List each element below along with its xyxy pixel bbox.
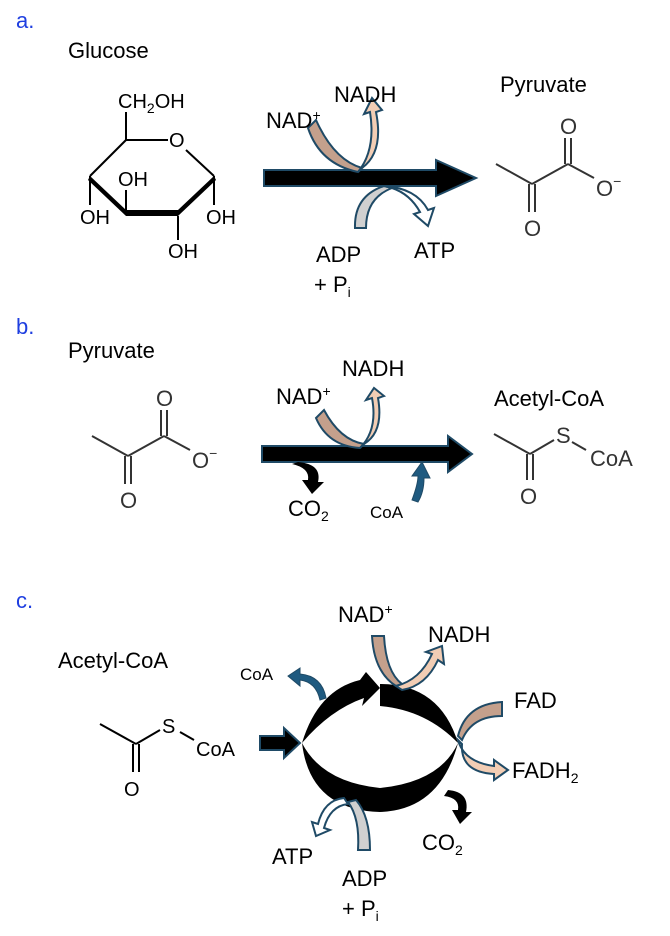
fad-label: FAD <box>514 688 557 713</box>
atom-oh-top: OH <box>118 169 148 191</box>
cycle-segment-bottom <box>302 743 458 812</box>
nadh-label: NADH <box>342 356 404 381</box>
bond <box>493 433 531 455</box>
cycle-segment-top-right <box>380 684 458 743</box>
atom-o: O <box>524 216 541 241</box>
atom-oh-right: OH <box>206 207 236 229</box>
atom-oh-left: OH <box>80 207 110 229</box>
pyruvate-title: Pyruvate <box>68 338 155 363</box>
atom-o: O <box>156 386 173 411</box>
panel-a-label: a. <box>16 8 34 33</box>
bold-bond <box>126 210 178 216</box>
atom-ch2oh: CH2OH <box>118 91 185 116</box>
bond <box>163 435 191 451</box>
adp-in-arrow <box>353 184 396 229</box>
fadh2-out-arrow <box>456 736 510 782</box>
co2-out-arrow <box>292 462 324 494</box>
entry-arrow <box>259 725 302 761</box>
coa-out-label: CoA <box>240 665 274 684</box>
nadh-out-arrow <box>359 386 387 449</box>
pyruvate-structure: O O− O <box>495 114 621 241</box>
pyruvate-structure: O O− O <box>91 386 217 513</box>
wedge-bond <box>178 176 216 216</box>
panel-b: b. Pyruvate O O− O NAD+ NADH CO2 CoA Ace… <box>16 314 633 524</box>
atom-o-minus: O− <box>192 445 217 473</box>
cycle-segment-top-left <box>302 672 380 743</box>
nadh-label: NADH <box>428 622 490 647</box>
atom-ring-o: O <box>169 130 185 152</box>
atom-coa: CoA <box>590 446 633 471</box>
acetyl-coa-structure: S CoA O <box>99 716 236 801</box>
acetyl-coa-structure: S CoA O <box>493 423 633 509</box>
reaction-arrow <box>263 158 479 198</box>
atom-s: S <box>556 423 571 448</box>
nad-in-arrow <box>306 118 364 174</box>
fadh2-label: FADH2 <box>512 758 579 786</box>
bond <box>529 439 555 455</box>
fad-in-arrow <box>456 700 503 742</box>
co2-label: CO2 <box>288 496 329 524</box>
co2-label: CO2 <box>422 830 463 858</box>
bond <box>185 149 215 177</box>
coa-label: CoA <box>370 503 404 522</box>
atom-o: O <box>520 484 537 509</box>
bond <box>91 435 129 457</box>
bond <box>531 163 569 185</box>
bond <box>135 729 161 745</box>
coa-out-arrow <box>287 667 327 701</box>
bond <box>179 731 195 741</box>
adp-in-arrow <box>346 798 372 851</box>
atom-coa: CoA <box>196 739 236 761</box>
atp-out-arrow <box>383 185 436 228</box>
pi-label: + Pi <box>314 272 351 300</box>
panel-a: a. Glucose CH2OH O OH OH OH OH NAD+ <box>16 8 621 300</box>
bond <box>571 441 587 451</box>
pyruvate-title: Pyruvate <box>500 72 587 97</box>
adp-label: ADP <box>316 242 361 267</box>
wedge-bond <box>88 176 126 216</box>
atom-s: S <box>162 716 175 738</box>
atp-out-arrow <box>310 796 350 838</box>
bond <box>567 163 595 179</box>
adp-label: ADP <box>342 866 387 891</box>
nad-in-arrow <box>370 635 405 688</box>
bond <box>495 163 533 185</box>
nadh-out-arrow <box>393 644 446 692</box>
acetyl-coa-title: Acetyl-CoA <box>58 648 168 673</box>
coa-in-arrow <box>411 461 431 503</box>
atom-o: O <box>560 114 577 139</box>
bond <box>99 723 137 745</box>
panel-c: c. Acetyl-CoA S CoA O CoA NAD+ NADH <box>16 588 579 924</box>
glucose-structure: CH2OH O OH OH OH OH <box>80 91 236 263</box>
atp-label: ATP <box>272 844 313 869</box>
nad-plus-label: NAD+ <box>266 107 321 133</box>
atom-o: O <box>124 779 140 801</box>
atom-o: O <box>120 488 137 513</box>
citric-acid-cycle <box>302 672 458 812</box>
panel-c-label: c. <box>16 588 33 613</box>
atom-oh-bottom: OH <box>168 241 198 263</box>
pi-label: + Pi <box>342 896 379 924</box>
nad-plus-label: NAD+ <box>276 383 331 409</box>
panel-b-label: b. <box>16 314 34 339</box>
nadh-out-arrow <box>357 96 384 173</box>
co2-out-arrow <box>444 790 472 824</box>
bond <box>89 139 127 177</box>
bond <box>127 435 165 457</box>
nad-plus-label: NAD+ <box>338 601 393 627</box>
acetyl-coa-title: Acetyl-CoA <box>494 386 604 411</box>
nad-in-arrow <box>314 408 367 450</box>
reaction-arrow <box>261 434 474 474</box>
nadh-label: NADH <box>334 82 396 107</box>
glucose-title: Glucose <box>68 38 149 63</box>
atom-o-minus: O− <box>596 173 621 201</box>
atp-label: ATP <box>414 238 455 263</box>
